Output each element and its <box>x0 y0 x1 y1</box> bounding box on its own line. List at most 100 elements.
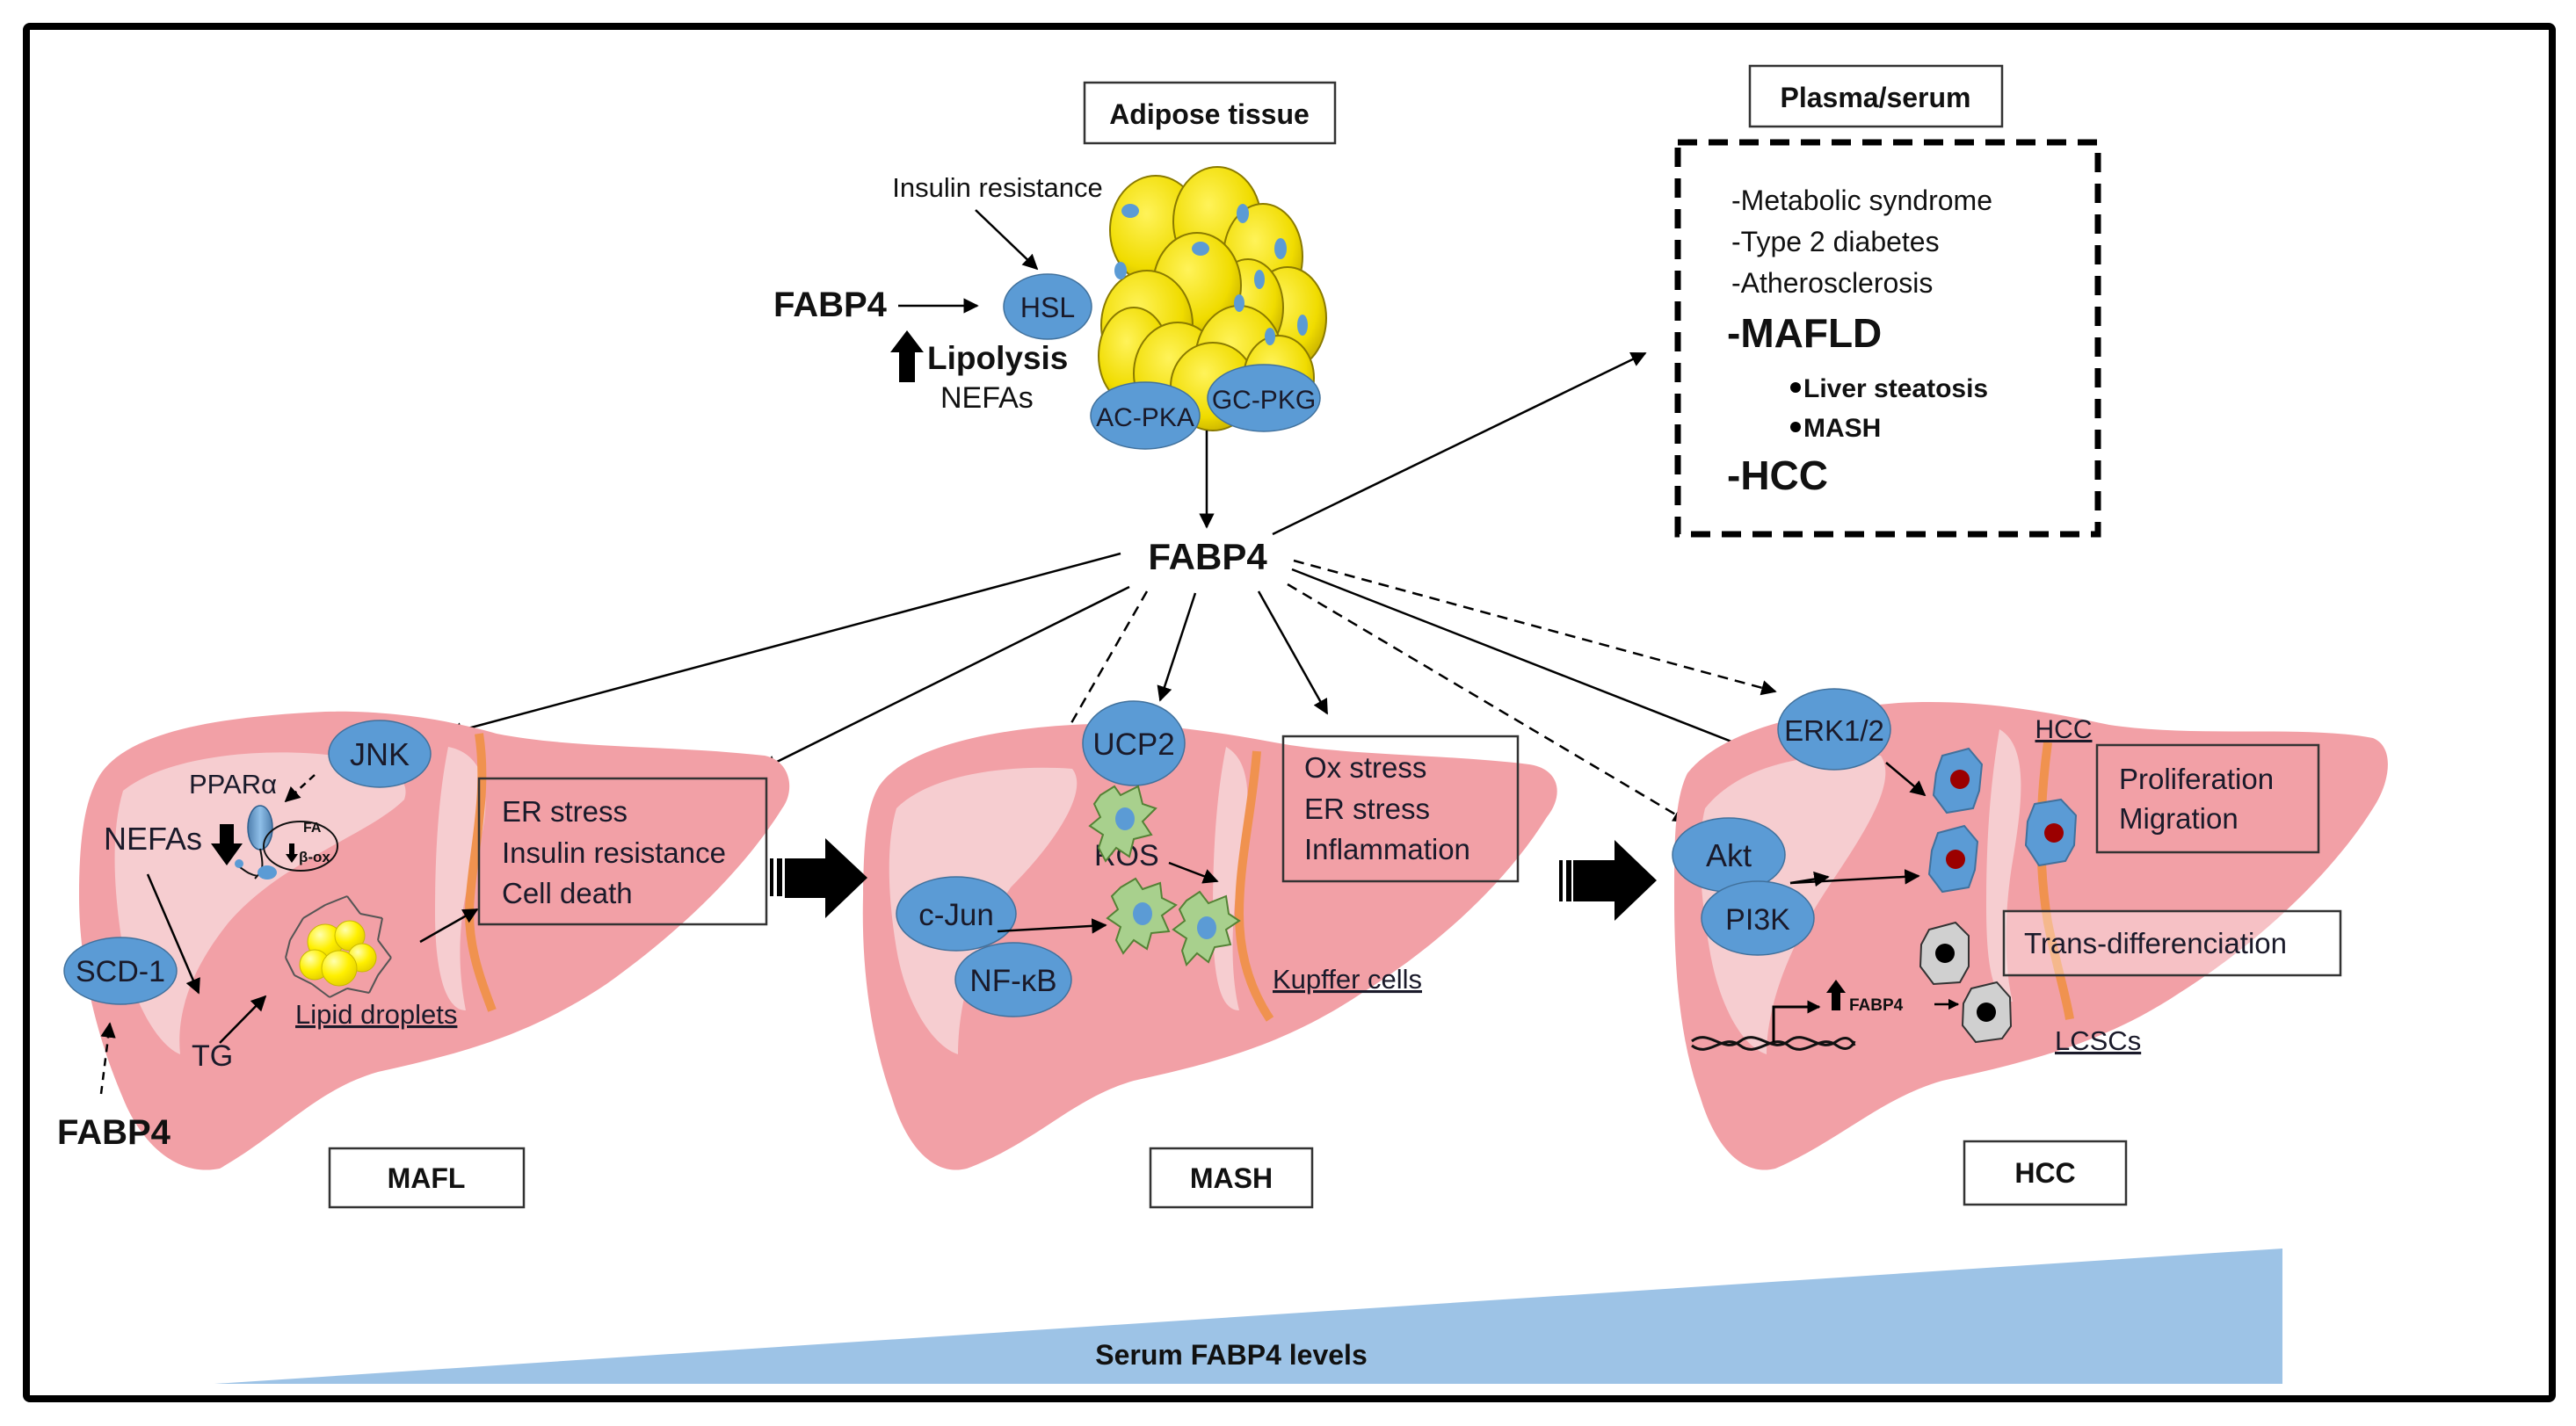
hcc-fabp4-small-label: FABP4 <box>1849 996 1904 1015</box>
plasma-sub-item: Liver steatosis <box>1803 374 1988 403</box>
lipid-to-effects-arrow <box>419 908 479 944</box>
lipolysis-label: Lipolysis <box>927 340 1068 376</box>
plasma-hcc: -HCC <box>1727 452 1828 498</box>
hcc-cells-label: HCC <box>2035 715 2093 744</box>
akt-label: Akt <box>1706 837 1752 873</box>
hsl-oval <box>1003 273 1092 340</box>
plasma-title: Plasma/serum <box>1780 82 1970 113</box>
ppara-label: PPARα <box>189 769 277 800</box>
ppar-down-arrow-icon <box>211 824 243 865</box>
arrow-to-mash-effects <box>1257 590 1329 715</box>
figure-border <box>23 23 2556 1402</box>
lipid-droplet-icon <box>285 895 392 998</box>
mafl-nefas-label: NEFAs <box>104 821 202 857</box>
insulin-resistance-label: Insulin resistance <box>892 172 1103 203</box>
hcc-stage-label: HCC <box>2014 1157 2075 1189</box>
gc-pkg-label: GC-PKG <box>1212 386 1316 415</box>
transdiff-label: Trans-differenciation <box>2024 927 2287 959</box>
hcc-details: ERK1/2 Akt PI3K HCC Proliferation Migrat… <box>1672 688 2342 1056</box>
hcc-effect: Migration <box>2119 802 2239 835</box>
tg-to-lipid-arrow <box>219 995 267 1044</box>
mafl-details: JNK PPARα FA β-ox NEFAs SCD-1 FABP4 TG <box>57 720 768 1152</box>
pi3k-label: PI3K <box>1725 903 1790 937</box>
lcsc-cell-icon <box>1919 921 1970 986</box>
hcc-stage-box <box>1963 1140 2128 1206</box>
mafl-effects-box <box>477 777 768 926</box>
mafl-effect: Cell death <box>502 877 633 909</box>
erk-oval <box>1777 688 1891 771</box>
mafl-liver <box>79 711 790 1170</box>
ppar-receptor-icon <box>235 805 277 879</box>
mafl-fabp4-label: FABP4 <box>57 1113 171 1152</box>
plasma-title-box <box>1748 64 2004 128</box>
mash-effect: Ox stress <box>1304 751 1426 784</box>
mash-effects-box <box>1281 735 1520 883</box>
plasma-mafld: -MAFLD <box>1727 310 1882 356</box>
stage-arrow-mash-to-hcc <box>1559 840 1657 921</box>
nfkb-oval <box>954 942 1072 1017</box>
serum-fabp4-gradient-wedge <box>214 1249 2282 1384</box>
insulin-resistance-arrow <box>975 209 1039 271</box>
plasma-item: -Type 2 diabetes <box>1731 226 1940 257</box>
kupffer-cell-icon <box>1088 785 1157 863</box>
scd1-oval <box>63 937 178 1005</box>
akt-to-hcc-arrow-2 <box>1789 869 1920 885</box>
adipose-section: Adipose tissue <box>773 81 1337 529</box>
hcc-cell-icon <box>1932 747 1984 814</box>
hcc-cell-icon <box>1927 824 1979 894</box>
plasma-section: Plasma/serum -Metabolic syndrome -Type 2… <box>1674 64 2101 538</box>
lipid-droplets-label: Lipid droplets <box>295 999 457 1030</box>
mash-effect: Inflammation <box>1304 833 1470 865</box>
pi3k-oval <box>1701 880 1815 956</box>
kupffer-cell-icon <box>1106 877 1178 955</box>
cjun-label: c-Jun <box>918 898 994 932</box>
cjun-oval <box>896 876 1017 952</box>
serum-fabp4-label: Serum FABP4 levels <box>1095 1339 1367 1371</box>
hcc-effect: Proliferation <box>2119 763 2274 795</box>
arrow-to-erk <box>1293 559 1777 696</box>
lcsc-cell-icon <box>1961 981 2013 1044</box>
dna-promoter-icon <box>1691 1000 1856 1051</box>
arrow-to-ucp2 <box>1157 592 1197 702</box>
nfkb-label: NF-κB <box>969 964 1056 998</box>
jnk-to-ppar-arrow <box>284 774 316 803</box>
arrow-to-mafl-liver <box>761 585 1130 771</box>
erk-to-hcc-arrow <box>1885 762 1927 797</box>
lcscs-label: LCSCs <box>2055 1025 2141 1056</box>
kupffer-label: Kupffer cells <box>1273 964 1422 995</box>
jnk-label: JNK <box>350 736 410 772</box>
ros-to-kupffer-arrow <box>1168 861 1219 884</box>
mash-effect: ER stress <box>1304 793 1430 825</box>
kupffer-cell-icon <box>1172 890 1241 966</box>
adipose-title-box <box>1083 81 1337 145</box>
adipose-nefas-label: NEFAs <box>940 381 1034 415</box>
fabp4-to-scd1-arrow <box>99 1022 116 1095</box>
fabp4-up-arrow-icon <box>1826 980 1846 1010</box>
plasma-dashed-box <box>1674 139 2101 538</box>
hcc-cell-icon <box>2024 798 2078 867</box>
stage-labels: MAFL MASH HCC <box>328 1140 2128 1209</box>
erk-label: ERK1/2 <box>1784 714 1884 747</box>
beta-ox-label: β-ox <box>299 849 330 865</box>
mafl-effect: ER stress <box>502 795 628 828</box>
mafl-effect: Insulin resistance <box>502 836 726 869</box>
mash-stage-label: MASH <box>1190 1162 1273 1194</box>
ucp2-label: UCP2 <box>1092 727 1174 762</box>
hcc-effects-box <box>2095 743 2320 854</box>
transdiff-box <box>2002 909 2342 977</box>
mash-stage-box <box>1149 1147 1314 1209</box>
bullet-icon <box>1790 382 1801 393</box>
bullet-icon <box>1790 422 1801 432</box>
ac-pka-label: AC-PKA <box>1096 403 1194 432</box>
ac-pka-oval <box>1090 381 1201 450</box>
hsl-label: HSL <box>1020 292 1075 323</box>
fa-label: FA <box>303 821 322 836</box>
stage-arrow-mafl-to-mash <box>770 838 867 918</box>
scd1-label: SCD-1 <box>76 955 165 988</box>
adipose-fabp4-label: FABP4 <box>773 286 888 324</box>
plasma-sub-item: MASH <box>1803 414 1881 443</box>
plasma-item: -Metabolic syndrome <box>1731 185 1992 216</box>
beta-ox-cycle-icon <box>263 821 338 872</box>
gc-pkg-oval <box>1207 364 1321 432</box>
